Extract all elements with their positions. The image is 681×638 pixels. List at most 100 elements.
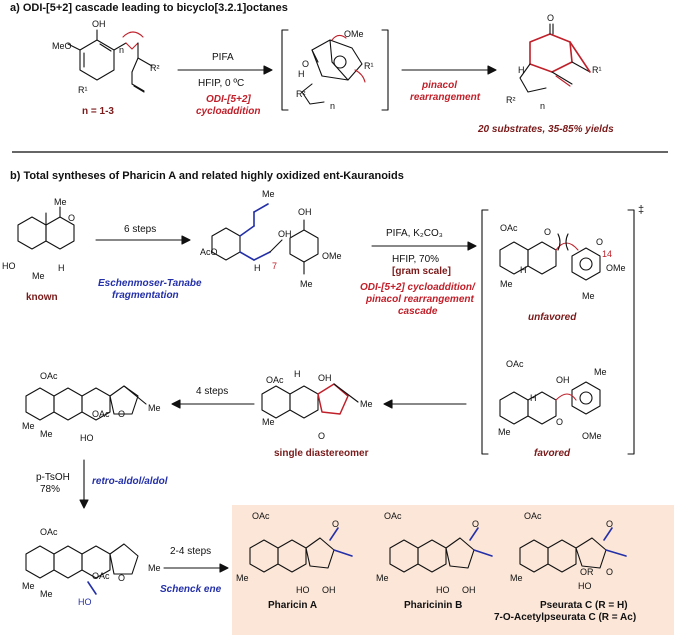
label-ho-ald: HO [78,597,92,607]
retro-aldol-label: retro-aldol/aldol [92,476,168,487]
scope-label: 20 substrates, 35-85% yields [478,124,614,135]
label-me-fav: Me [594,367,607,377]
label-h-fav: H [530,393,537,403]
label-oh: OH [92,19,106,29]
label-h-intermediate: H [298,69,305,79]
label-o-product: O [547,13,555,23]
label-oac-pa: OAc [252,511,270,521]
label-oh-diast: OH [318,373,332,383]
label-me-int-3: Me [148,403,161,413]
schenck-ene-label: Schenck ene [160,584,222,595]
ts-dagger: ‡ [638,204,645,216]
label-n-substrate: n [119,45,125,55]
label-oh-fav: OH [556,375,570,385]
label-h-known: H [58,263,65,273]
label-c7: 7 [272,261,278,271]
label-r2-intermediate: R² [296,89,306,99]
gram-scale-label: [gram scale] [392,266,451,277]
six-steps-label: 6 steps [124,224,157,235]
label-o-unfav-2: O [596,237,604,247]
ts-unfavored [499,233,601,281]
reaction-name-odi: ODI-[5+2] [206,94,251,105]
n-range-label: n = 1-3 [82,106,114,117]
label-ome-unfav: OMe [606,263,626,273]
ts-bracket-left [481,209,489,455]
label-oh-c7: OH [278,229,292,239]
label-o-diast: O [318,431,326,441]
oxidopyrylium-intermediate [301,34,366,105]
steps-2-4-label: 2-4 steps [170,546,212,557]
eschenmoser-label: Eschenmoser-Tanabe [98,278,202,289]
label-r1-substrate: R¹ [78,85,88,95]
label-me-pc: Me [510,573,523,583]
label-oac-int-2: OAc [92,409,110,419]
bicyclooctane-product [519,23,591,93]
label-o-pb: O [472,519,480,529]
label-ho-known: HO [2,261,16,271]
label-h-diast: H [294,369,301,379]
label-me-unfav-2: Me [582,291,595,301]
label-r1-intermediate: R¹ [364,61,374,71]
label-o-known: O [68,213,76,223]
ptsoh-yield: 78% [40,484,61,495]
label-o-pc-2: O [606,567,614,577]
label-ho-pb: HO [436,585,450,595]
label-ho-pc: HO [578,581,592,591]
label-oh-pa: OH [322,585,336,595]
label-me-int: Me [22,421,35,431]
label-r2-substrate: R² [150,63,160,73]
label-ho-pa: HO [296,585,310,595]
label-oac-diast: OAc [266,375,284,385]
four-steps-label: 4 steps [196,386,229,397]
known-decalone [17,206,75,250]
product-panel [232,505,674,635]
product-name-pseurata-c: Pseurata C (R = H) [540,600,628,611]
label-me-int-2: Me [40,429,53,439]
label-me-ald: Me [22,581,35,591]
reagent-hfip: HFIP, 0 ºC [198,78,245,89]
label-h-unfav: H [520,265,527,275]
substrate-molecule [67,29,153,93]
single-diastereomer-label: single diastereomer [274,448,369,459]
label-me-known-2: Me [32,271,45,281]
pinacol-label: pinacol [422,80,458,91]
product-name-pharicinin-b: Pharicinin B [404,600,463,611]
product-name-acetylpseurata-c: 7-O-Acetylpseurata C (R = Ac) [494,612,637,623]
label-o-pa: O [332,519,340,529]
label-o-ald: O [118,573,126,583]
label-oac-pb: OAc [384,511,402,521]
label-me-diast: Me [360,399,373,409]
label-me-phenol-2: Me [300,279,313,289]
label-r1-product: R¹ [592,65,602,75]
label-oac-ald: OAc [40,527,58,537]
label-or-pc: OR [580,567,594,577]
label-meo: MeO [52,41,72,51]
fragmentation-label: fragmentation [112,290,179,301]
label-oac-pc: OAc [524,511,542,521]
label-o-intermediate: O [302,59,310,69]
label-me-diast-2: Me [262,417,275,427]
label-ome-fav: OMe [582,431,602,441]
label-ome-intermediate: OMe [344,29,364,39]
label-r2-product: R² [506,95,516,105]
intermediate-4-steps [25,385,147,421]
reaction-name-cycloaddition: cycloaddition [196,106,261,117]
ts-bracket-right [627,209,635,455]
ts-favored [499,381,601,425]
label-ome-phenol: OMe [322,251,342,261]
label-me-pb: Me [376,573,389,583]
label-c14: 14 [602,249,613,259]
label-me-known: Me [54,197,67,207]
label-me-fav-2: Me [498,427,511,437]
single-diastereomer [261,383,359,419]
cascade-label-3: cascade [398,306,438,317]
product-pharicin-a [249,527,353,573]
label-aco: AcO [200,247,218,257]
cascade-label-1: ODI-[5+2] cycloaddition/ [360,282,475,293]
product-pharicinin-b [389,527,493,573]
label-oh-pb: OH [462,585,476,595]
label-oac-unfav: OAc [500,223,518,233]
favored-label: favored [534,448,571,459]
phenol-substrate [211,203,319,275]
